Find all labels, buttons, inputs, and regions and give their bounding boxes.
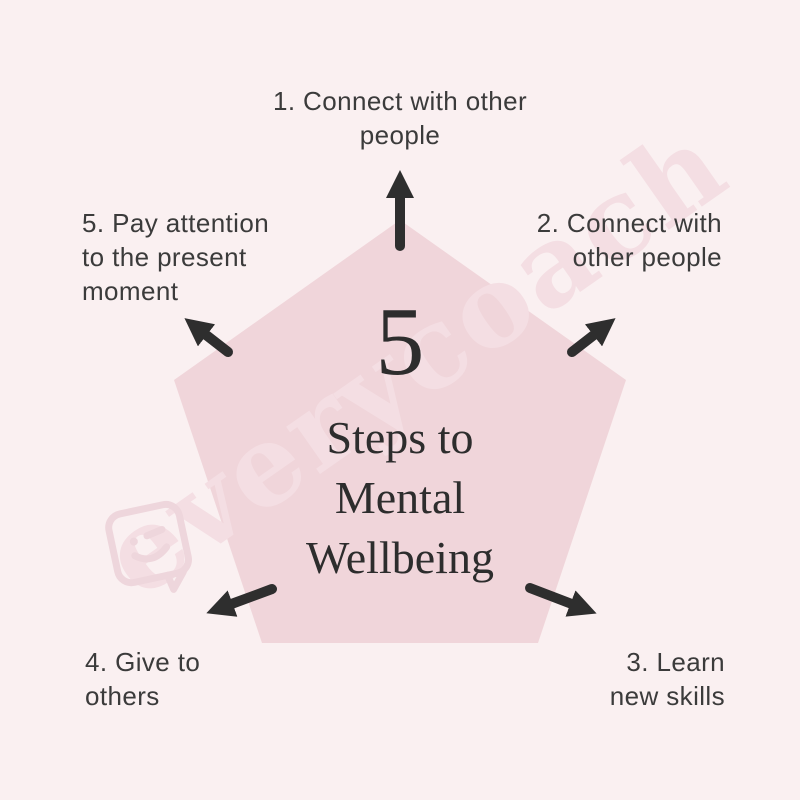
- arrow-down-right-icon: [525, 583, 597, 617]
- title-line-3: Wellbeing: [306, 532, 494, 583]
- step-1-line-2: people: [359, 120, 441, 150]
- step-5-line-3: moment: [82, 276, 179, 306]
- logo-wink-eye: [143, 525, 166, 540]
- logo-smile: [131, 543, 171, 563]
- arrow-up-right-icon: [567, 318, 616, 357]
- step-2-label: 2. Connect with other people: [537, 206, 722, 274]
- logo-bubble-outline: [105, 500, 192, 587]
- step-3-label: 3. Learn new skills: [610, 645, 725, 713]
- title-line-2: Mental: [334, 472, 466, 523]
- logo-bubble-tail: [164, 568, 187, 593]
- winking-face-logo-icon: [105, 500, 192, 593]
- step-5-line-1: 5. Pay attention: [82, 208, 270, 238]
- step-1-line-1: 1. Connect with other: [272, 86, 528, 116]
- step-4-label: 4. Give to others: [85, 645, 200, 713]
- step-3-line-2: new skills: [609, 681, 725, 711]
- title-lines: Steps to Mental Wellbeing: [0, 408, 800, 588]
- arrow-down-left-icon: [206, 584, 277, 617]
- title-line-1: Steps to: [326, 412, 474, 463]
- step-2-line-2: other people: [572, 242, 722, 272]
- arrow-up-left-icon: [184, 318, 233, 357]
- step-1-label: 1. Connect with other people: [200, 84, 600, 152]
- step-4-line-2: others: [85, 681, 160, 711]
- logo-left-eye: [129, 537, 138, 546]
- step-3-line-1: 3. Learn: [626, 647, 725, 677]
- pentagon-shape: [174, 220, 626, 643]
- step-4-line-1: 4. Give to: [85, 647, 201, 677]
- step-5-label: 5. Pay attention to the present moment: [82, 206, 269, 308]
- center-title: 5 Steps to Mental Wellbeing: [0, 288, 800, 588]
- step-2-line-1: 2. Connect with: [536, 208, 722, 238]
- title-number: 5: [375, 288, 425, 396]
- step-5-line-2: to the present: [82, 242, 247, 272]
